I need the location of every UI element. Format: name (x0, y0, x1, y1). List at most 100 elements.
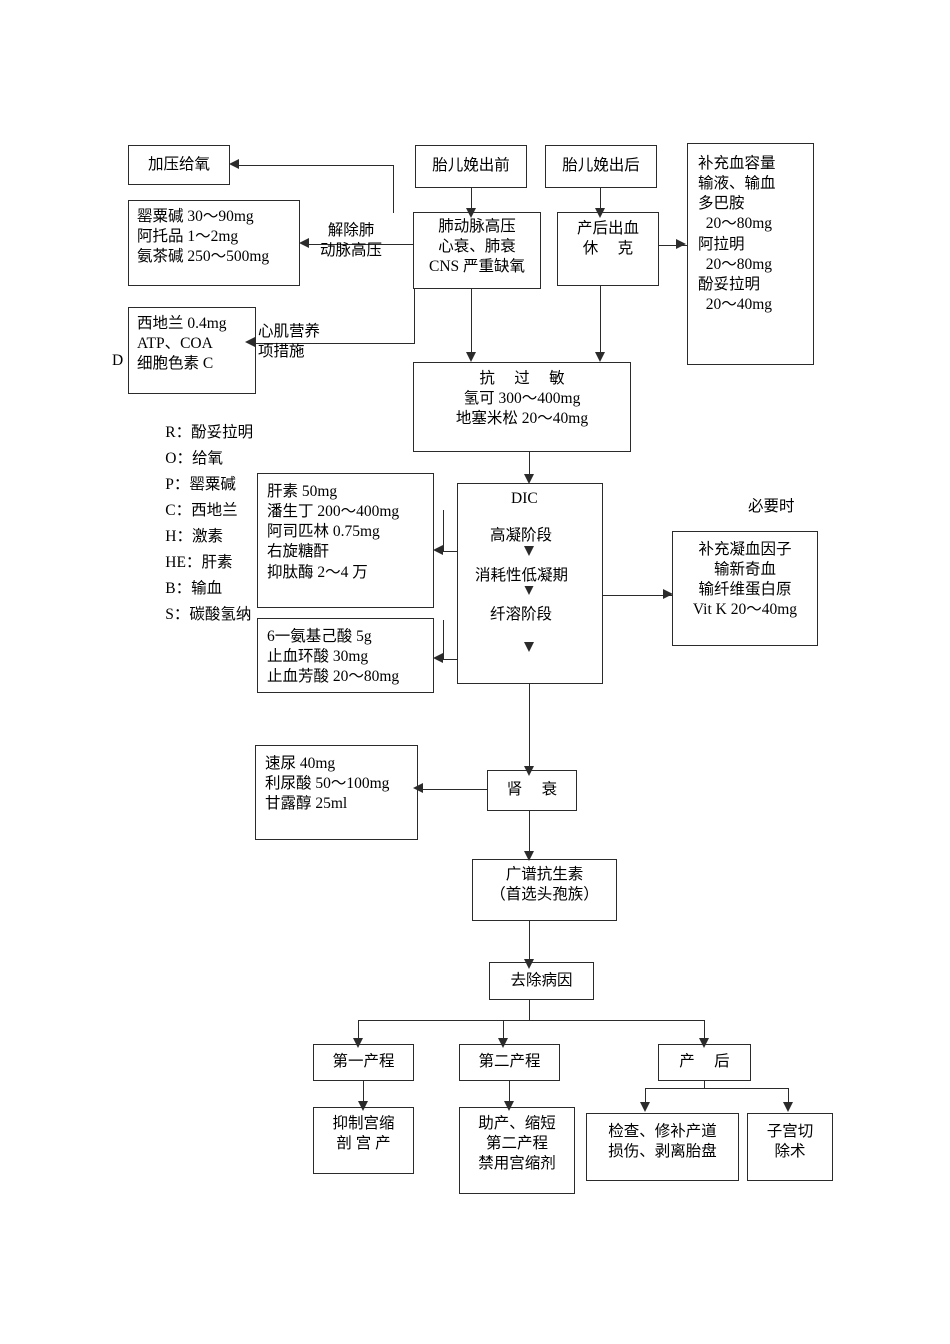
box-diuretics-group[interactable]: 速尿 40mg 利尿酸 50〜100mg 甘露醇 25ml (255, 745, 418, 840)
legend-key: C (165, 502, 176, 520)
box-text: 补充凝血因子 输新奇血 输纤维蛋白原 Vit K 20〜40mg (692, 541, 798, 619)
box-cedilanid-group[interactable]: 西地兰 0.4mg ATP、COA 细胞色素 C (128, 307, 256, 394)
edge-label-if-necessary: 必要时 (748, 498, 795, 515)
box-coagulation-factors[interactable]: 补充凝血因子 输新奇血 输纤维蛋白原 Vit K 20〜40mg (672, 531, 818, 646)
box-postpartum-hemorrhage[interactable]: 产后出血 休 克 (557, 212, 659, 286)
box-text: 抗 过 敏 氢可 300〜400mg 地塞米松 20〜40mg (455, 370, 589, 428)
edge-dic-to-antifibrinolytic-stub (443, 620, 445, 660)
edge-dic-to-heparin (443, 551, 459, 553)
box-stage-one[interactable]: 第一产程 (313, 1044, 414, 1081)
arrowhead-left (433, 545, 443, 555)
abbreviation-legend: R：酚妥拉明 O：给氧 P：罂粟碱 C：西地兰 H：激素 HE：肝素 B：输血 … (142, 403, 254, 623)
edge-antibiotics-to-remove-cause (529, 921, 531, 963)
edge-remove-cause-down (529, 1000, 531, 1021)
box-fetus-after[interactable]: 胎儿娩出后 (545, 145, 657, 188)
legend-sep: ： (173, 476, 190, 494)
box-stage-two[interactable]: 第二产程 (459, 1044, 560, 1081)
box-papaverine-group[interactable]: 罂粟碱 30〜90mg 阿托品 1〜2mg 氨茶碱 250〜500mg (128, 200, 300, 286)
edge-pulmonary-to-cedilanid-vertical (414, 288, 416, 344)
legend-item-he: HE：肝素 (142, 533, 253, 571)
box-stage-two-action[interactable]: 助产、缩短 第二产程 禁用宫缩剂 (459, 1107, 575, 1194)
box-antifibrinolytic-group[interactable]: 6一氨基己酸 5g 止血环酸 30mg 止血芳酸 20〜80mg (257, 618, 434, 693)
box-blood-volume[interactable]: 补充血容量 输液、输血 多巴胺 20〜80mg 阿拉明 20〜80mg 酚妥拉明… (687, 143, 814, 365)
arrowhead-right (663, 589, 673, 599)
box-postpartum-action-1[interactable]: 检查、修补产道 损伤、剥离胎盘 (586, 1113, 739, 1181)
legend-sep: ： (173, 606, 190, 624)
edge-fetus-after-to-hemorrhage (600, 188, 602, 212)
box-text: 肝素 50mg 潘生丁 200〜400mg 阿司匹林 0.75mg 右旋糖酐 抑… (267, 483, 400, 581)
edge-antiallergy-to-dic (529, 452, 531, 478)
box-stage-one-action[interactable]: 抑制宫缩 剖 宫 产 (313, 1107, 414, 1174)
arrowhead-left (433, 653, 443, 663)
box-text: 肺动脉高压 心衰、肺衰 CNS 严重缺氧 (428, 218, 526, 276)
box-text: 补充血容量 输液、输血 多巴胺 20〜80mg 阿拉明 20〜80mg 酚妥拉明… (698, 155, 776, 313)
legend-value: 输血 (191, 580, 223, 598)
legend-item-h: H：激素 (142, 507, 253, 545)
box-pressurized-oxygen[interactable]: 加压给氧 (128, 145, 230, 185)
edge-label-myocardial-nutrition: 心肌营养 项措施 (258, 323, 321, 361)
legend-sep: ： (185, 554, 202, 572)
arrowhead-down (595, 352, 605, 362)
box-text: 第二产程 (478, 1053, 541, 1071)
arrowhead-down (524, 851, 534, 861)
box-remove-cause[interactable]: 去除病因 (489, 962, 594, 1000)
edge-hemorrhage-to-antiallergy (600, 285, 602, 356)
legend-item-o: O：给氧 (142, 429, 253, 467)
box-text: 助产、缩短 第二产程 禁用宫缩剂 (478, 1115, 556, 1173)
edge-renal-to-diuretics (423, 789, 491, 791)
box-fetus-before[interactable]: 胎儿娩出前 (415, 145, 527, 188)
box-text: 罂粟碱 30〜90mg 阿托品 1〜2mg 氨茶碱 250〜500mg (137, 208, 270, 266)
arrowhead-down (699, 1038, 709, 1048)
legend-item-b: B：输血 (142, 559, 253, 597)
legend-sep: ： (175, 424, 192, 442)
legend-item-p: P：罂粟碱 (142, 455, 253, 493)
legend-value: 西地兰 (191, 502, 238, 520)
legend-item-c: C：西地兰 (142, 481, 253, 519)
box-antiallergy[interactable]: 抗 过 敏 氢可 300〜400mg 地塞米松 20〜40mg (413, 362, 631, 452)
box-postpartum-action-2[interactable]: 子宫切 除术 (747, 1113, 833, 1181)
arrowhead-down (466, 208, 476, 218)
box-postpartum[interactable]: 产 后 (658, 1044, 751, 1081)
arrowhead-down (524, 959, 534, 969)
box-heparin-group[interactable]: 肝素 50mg 潘生丁 200〜400mg 阿司匹林 0.75mg 右旋糖酐 抑… (257, 473, 434, 608)
edge-branch-stage-one (358, 1020, 360, 1042)
edge-remove-cause-bus (358, 1020, 705, 1022)
legend-value: 酚妥拉明 (191, 424, 254, 442)
legend-key: R (165, 424, 176, 442)
box-text: 产 后 (679, 1053, 730, 1071)
edge-branch-postpartum (704, 1020, 706, 1042)
arrowhead-down (498, 1038, 508, 1048)
edge-postpartum-right (788, 1088, 790, 1106)
box-text: 西地兰 0.4mg ATP、COA 细胞色素 C (137, 315, 227, 373)
dic-title: DIC (511, 490, 538, 507)
box-text: 速尿 40mg 利尿酸 50〜100mg 甘露醇 25ml (265, 755, 390, 813)
legend-key: O (165, 450, 177, 468)
box-text: 第一产程 (332, 1053, 395, 1071)
edge-pulmonary-to-cedilanid-horizontal (255, 343, 415, 345)
legend-key: H (165, 528, 177, 546)
box-pulmonary-hypertension[interactable]: 肺动脉高压 心衰、肺衰 CNS 严重缺氧 (413, 212, 541, 289)
box-text: 加压给氧 (147, 155, 210, 173)
edge-dic-to-antifibrinolytic (443, 659, 459, 661)
box-text: 子宫切 除术 (766, 1123, 814, 1161)
arrowhead-down (640, 1102, 650, 1112)
arrowhead-down (524, 766, 534, 776)
arrowhead-left (413, 783, 423, 793)
box-text: 抑制宫缩 剖 宫 产 (332, 1115, 395, 1153)
legend-key: S (165, 606, 174, 624)
box-renal-failure[interactable]: 肾 衰 (487, 770, 577, 811)
edge-postpartum-bus (645, 1088, 789, 1090)
edge-branch-stage-two (503, 1020, 505, 1042)
arrowhead-down (524, 585, 534, 595)
arrowhead-down (353, 1038, 363, 1048)
box-text: 胎儿娩出后 (562, 157, 640, 175)
dic-stage-2: 消耗性低凝期 (474, 566, 570, 587)
legend-item-s: S：碳酸氢纳 (142, 585, 253, 623)
box-antibiotics[interactable]: 广谱抗生素 （首选头孢族） (472, 859, 617, 921)
legend-value: 肝素 (201, 554, 233, 572)
legend-key: B (165, 580, 176, 598)
box-text: 肾 衰 (506, 781, 558, 799)
legend-value: 激素 (191, 528, 223, 546)
arrowhead-down (524, 642, 534, 652)
box-text: 检查、修补产道 损伤、剥离胎盘 (608, 1123, 717, 1161)
